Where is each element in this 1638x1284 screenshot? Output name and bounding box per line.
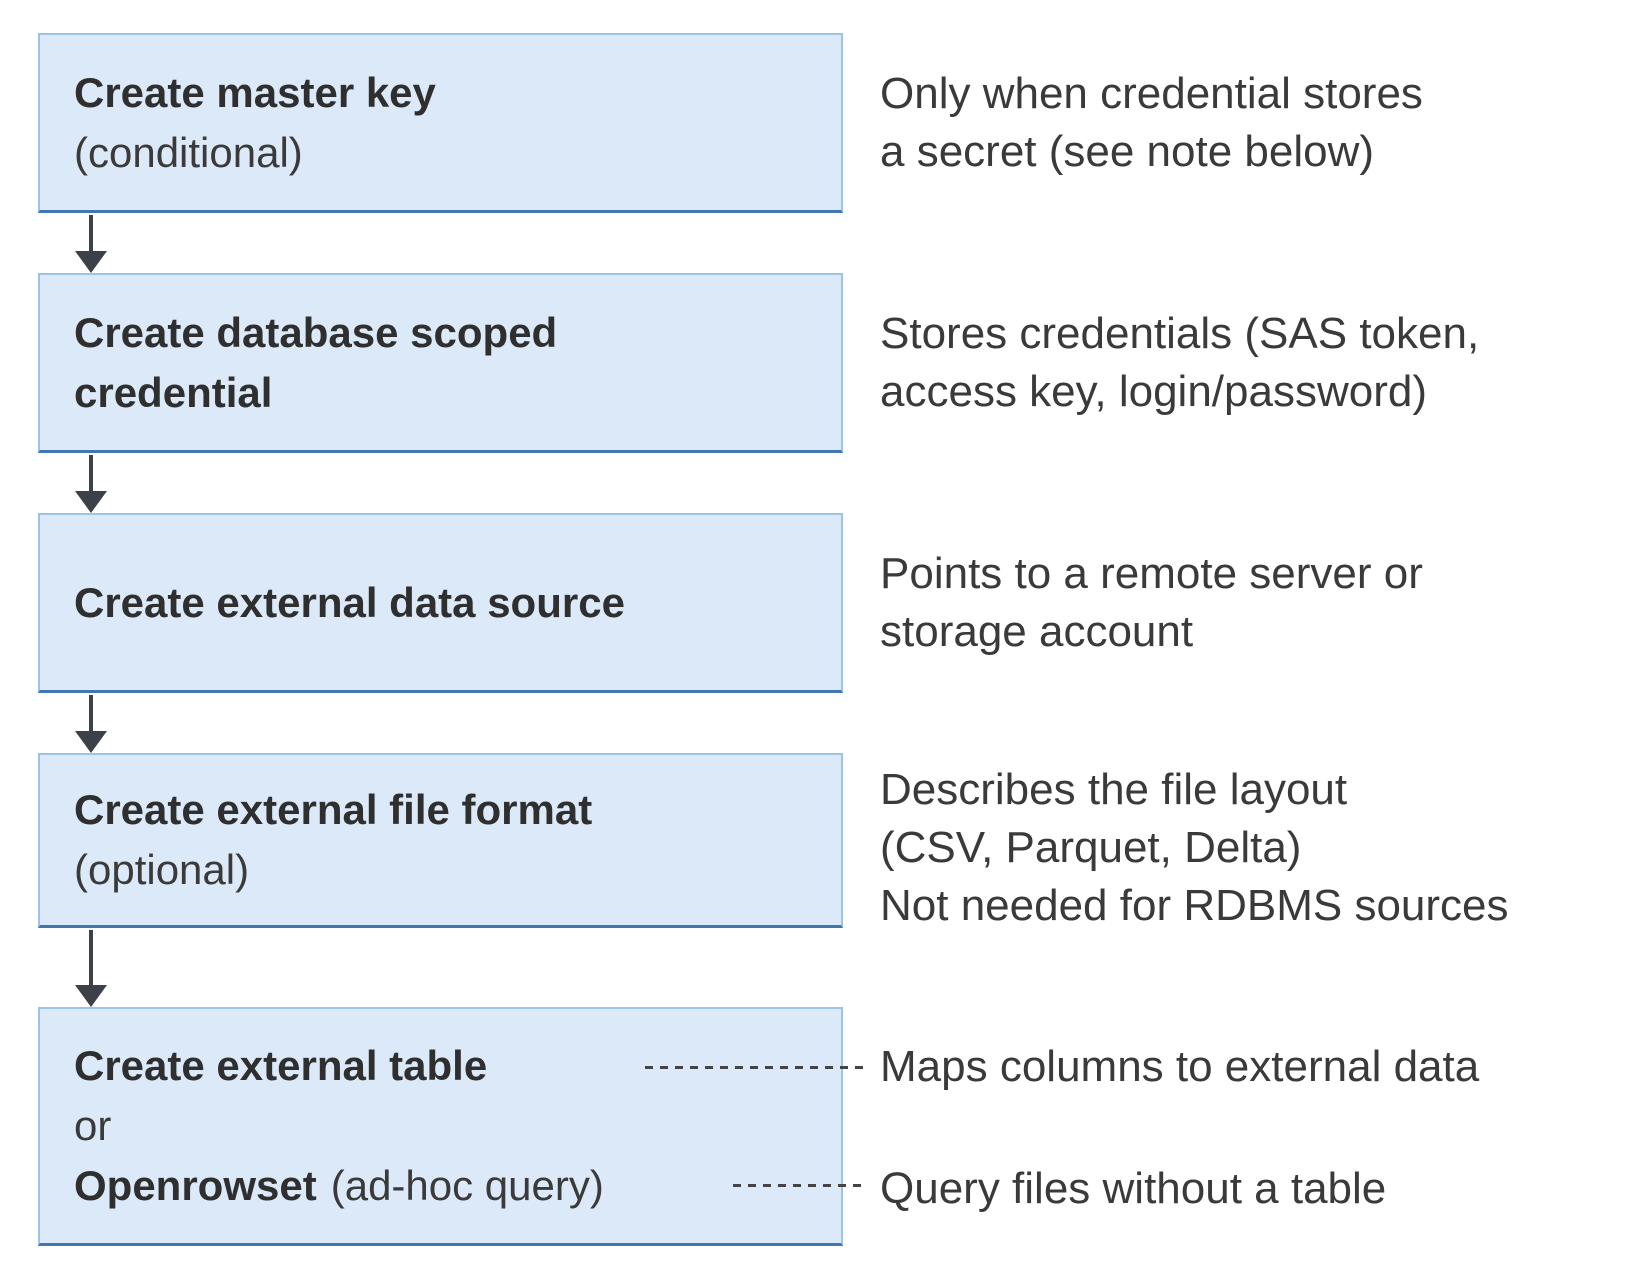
annotation-line: Stores credentials (SAS token, bbox=[880, 309, 1480, 358]
step-box-text: Create database scoped credential bbox=[74, 303, 714, 423]
step-box-text: Create external table or Openrowset (ad-h… bbox=[74, 1036, 604, 1216]
arrow-head bbox=[75, 985, 107, 1007]
annotation-database-scoped-credential: Stores credentials (SAS token, access ke… bbox=[880, 305, 1479, 421]
step-qualifier: (optional) bbox=[74, 846, 250, 893]
arrow-shaft bbox=[89, 455, 93, 493]
step-box-text: Create external file format (optional) bbox=[74, 780, 592, 900]
arrow-head bbox=[75, 491, 107, 513]
step-box-create-external-data-source: Create external data source bbox=[38, 513, 843, 693]
annotation-line: Maps columns to external data bbox=[880, 1042, 1480, 1091]
dashed-connector-line bbox=[645, 1066, 867, 1069]
step-option-b-name: Openrowset bbox=[74, 1162, 317, 1209]
arrow-shaft bbox=[89, 215, 93, 253]
step-title: Create external data source bbox=[74, 578, 625, 626]
step-option-a: Create external table bbox=[74, 1042, 488, 1089]
step-title: Create master key bbox=[74, 68, 436, 116]
annotation-line: access key, login/password) bbox=[880, 367, 1427, 416]
annotation-line: Points to a remote server or bbox=[880, 549, 1423, 598]
arrow-head bbox=[75, 251, 107, 273]
annotation-openrowset: Query files without a table bbox=[880, 1160, 1386, 1218]
arrow-down-icon bbox=[74, 215, 108, 273]
step-qualifier: (conditional) bbox=[74, 128, 303, 176]
step-box-create-external-file-format: Create external file format (optional) bbox=[38, 753, 843, 928]
step-title: Create database scoped credential bbox=[74, 308, 558, 416]
step-title: Create external file format bbox=[74, 786, 593, 833]
step-box-create-master-key: Create master key (conditional) bbox=[38, 33, 843, 213]
step-option-b-qualifier: (ad-hoc query) bbox=[330, 1162, 604, 1209]
annotation-external-table: Maps columns to external data bbox=[880, 1038, 1479, 1096]
annotation-line: a secret (see note below) bbox=[880, 127, 1375, 176]
arrow-down-icon bbox=[74, 930, 108, 1007]
annotation-line: Describes the file layout bbox=[880, 765, 1348, 814]
annotation-master-key: Only when credential stores a secret (se… bbox=[880, 65, 1423, 181]
annotation-external-data-source: Points to a remote server or storage acc… bbox=[880, 545, 1423, 661]
arrow-shaft bbox=[89, 930, 93, 987]
step-box-text: Create master key (conditional) bbox=[74, 63, 436, 183]
annotation-line: (CSV, Parquet, Delta) bbox=[880, 823, 1302, 872]
annotation-line: Query files without a table bbox=[880, 1164, 1387, 1213]
arrow-down-icon bbox=[74, 455, 108, 513]
annotation-line: Only when credential stores bbox=[880, 69, 1423, 118]
step-box-create-external-table-or-openrowset: Create external table or Openrowset (ad-h… bbox=[38, 1007, 843, 1246]
arrow-shaft bbox=[89, 695, 93, 733]
step-box-create-database-scoped-credential: Create database scoped credential bbox=[38, 273, 843, 453]
arrow-down-icon bbox=[74, 695, 108, 753]
annotation-line: Not needed for RDBMS sources bbox=[880, 881, 1509, 930]
step-connector-word: or bbox=[74, 1102, 112, 1149]
annotation-line: storage account bbox=[880, 607, 1194, 656]
dashed-connector-line bbox=[733, 1184, 867, 1187]
step-box-text: Create external data source bbox=[74, 573, 625, 633]
annotation-external-file-format: Describes the file layout (CSV, Parquet,… bbox=[880, 761, 1509, 935]
step-option-b: Openrowset (ad-hoc query) bbox=[74, 1156, 604, 1216]
arrow-head bbox=[75, 731, 107, 753]
